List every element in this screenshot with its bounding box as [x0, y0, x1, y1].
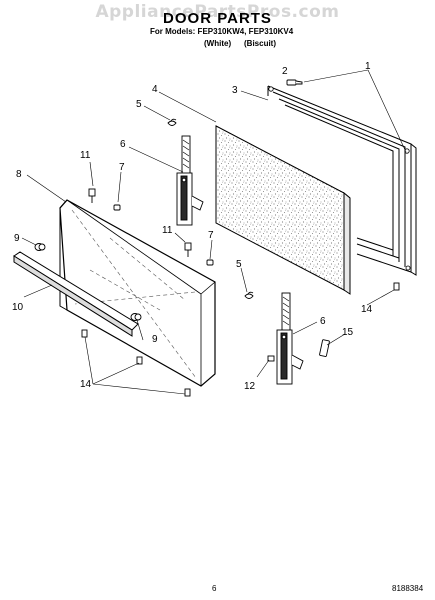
callout-3: 3	[232, 85, 238, 96]
insulation-batt	[215, 125, 351, 295]
screws	[81, 79, 400, 397]
callout-6-lower: 6	[320, 316, 326, 327]
variant-white: (White)	[204, 39, 232, 48]
outer-door-panel	[59, 199, 216, 387]
callout-10: 10	[12, 302, 24, 313]
callout-5-lower: 5	[236, 259, 242, 270]
callout-11-center: 11	[162, 225, 173, 236]
callout-1: 1	[365, 61, 371, 72]
upper-hinge	[176, 135, 204, 226]
callout-2: 2	[282, 66, 288, 77]
callout-9-left: 9	[14, 233, 20, 244]
callout-6-upper: 6	[120, 139, 126, 150]
callout-15: 15	[342, 327, 354, 338]
variant-biscuit: (Biscuit)	[244, 39, 276, 48]
callout-4: 4	[152, 84, 158, 95]
callout-7-left: 7	[119, 162, 125, 173]
door-liner	[267, 85, 417, 276]
callout-7-center: 7	[208, 230, 214, 241]
liner-screws	[268, 86, 411, 271]
lower-hinge	[276, 292, 304, 385]
callout-11-left: 11	[80, 150, 91, 161]
callout-14-left: 14	[80, 379, 92, 390]
callout-8: 8	[16, 169, 22, 180]
callout-9-right: 9	[152, 334, 158, 345]
door-handle	[13, 251, 139, 337]
part-5-clips	[167, 118, 254, 299]
part-15-slide	[319, 339, 330, 357]
page-title: DOOR PARTS	[163, 10, 272, 27]
leader-lines	[21, 69, 407, 395]
callout-14-right: 14	[361, 304, 373, 315]
watermark: AppliancePartsPros.com	[95, 2, 340, 22]
model-numbers: For Models: FEP310KW4, FEP310KV4	[150, 27, 294, 36]
handle-end-caps	[34, 243, 142, 321]
document-number: 8188384	[392, 584, 424, 593]
callout-5-upper: 5	[136, 99, 142, 110]
page-number: 6	[212, 584, 217, 593]
callout-12: 12	[244, 381, 256, 392]
